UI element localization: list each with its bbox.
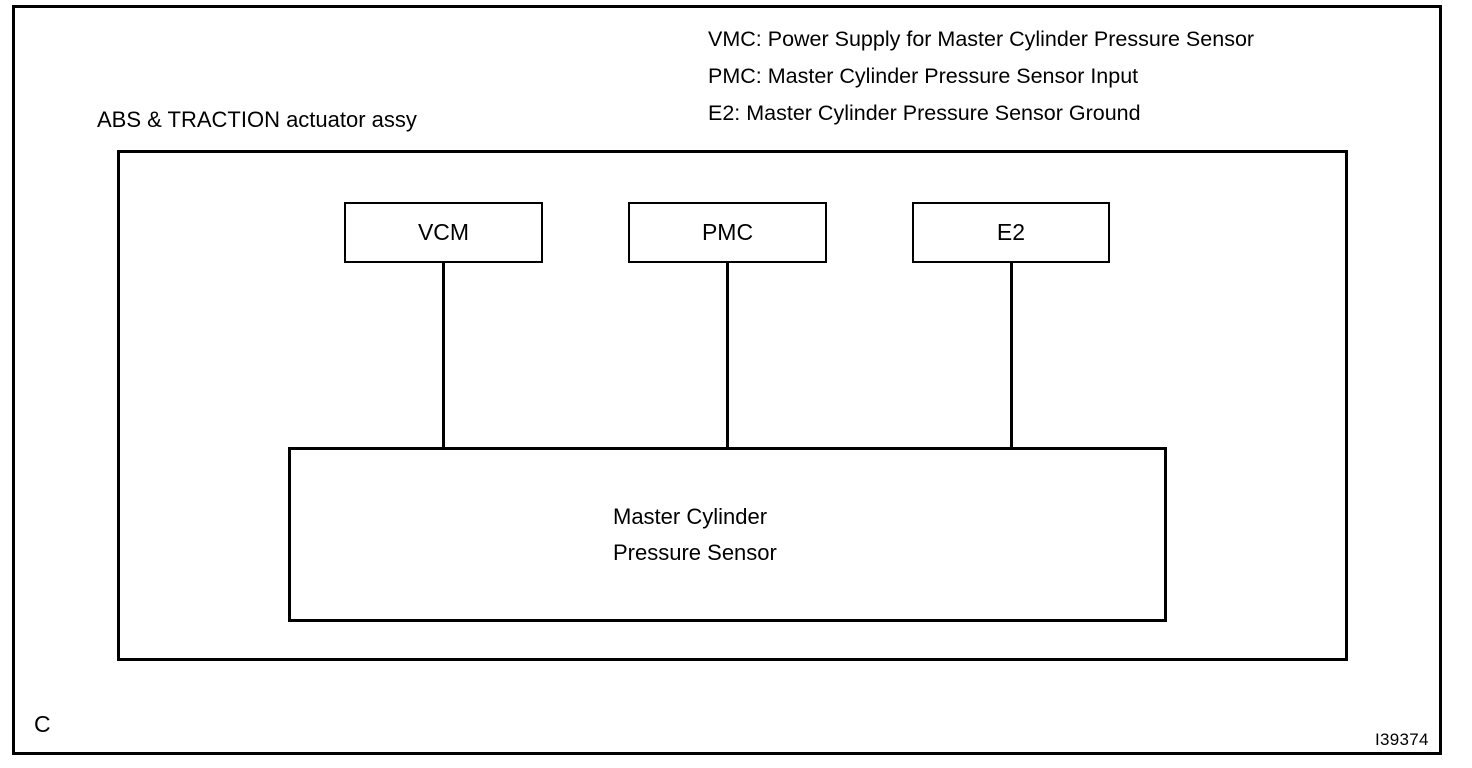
terminal-box-pmc: PMC [628, 202, 827, 263]
terminal-label-e2: E2 [996, 219, 1026, 245]
actuator-assembly-caption: ABS & TRACTION actuator assy [97, 107, 417, 132]
master-cylinder-pressure-sensor-box: Master Cylinder Pressure Sensor [288, 447, 1167, 622]
legend-line-pmc: PMC: Master Cylinder Pressure Sensor Inp… [708, 64, 1139, 88]
legend-line-e2: E2: Master Cylinder Pressure Sensor Grou… [708, 101, 1141, 125]
sensor-label-line2: Pressure Sensor [613, 539, 777, 565]
terminal-label-pmc: PMC [701, 219, 754, 245]
legend-line-vmc: VMC: Power Supply for Master Cylinder Pr… [708, 27, 1255, 51]
connector-wire-vcm [442, 263, 445, 449]
figure-identifier: I39374 [1375, 730, 1429, 749]
legend: VMC: Power Supply for Master Cylinder Pr… [708, 21, 1438, 132]
page-border [12, 5, 1442, 755]
connector-wire-pmc [726, 263, 729, 449]
terminal-box-e2: E2 [912, 202, 1110, 263]
connector-wire-e2 [1010, 263, 1013, 449]
sensor-label-line1: Master Cylinder [613, 503, 768, 529]
terminal-box-vcm: VCM [344, 202, 543, 263]
revision-mark: C [34, 711, 51, 737]
terminal-label-vcm: VCM [417, 219, 470, 245]
actuator-assembly-enclosure [117, 150, 1348, 661]
